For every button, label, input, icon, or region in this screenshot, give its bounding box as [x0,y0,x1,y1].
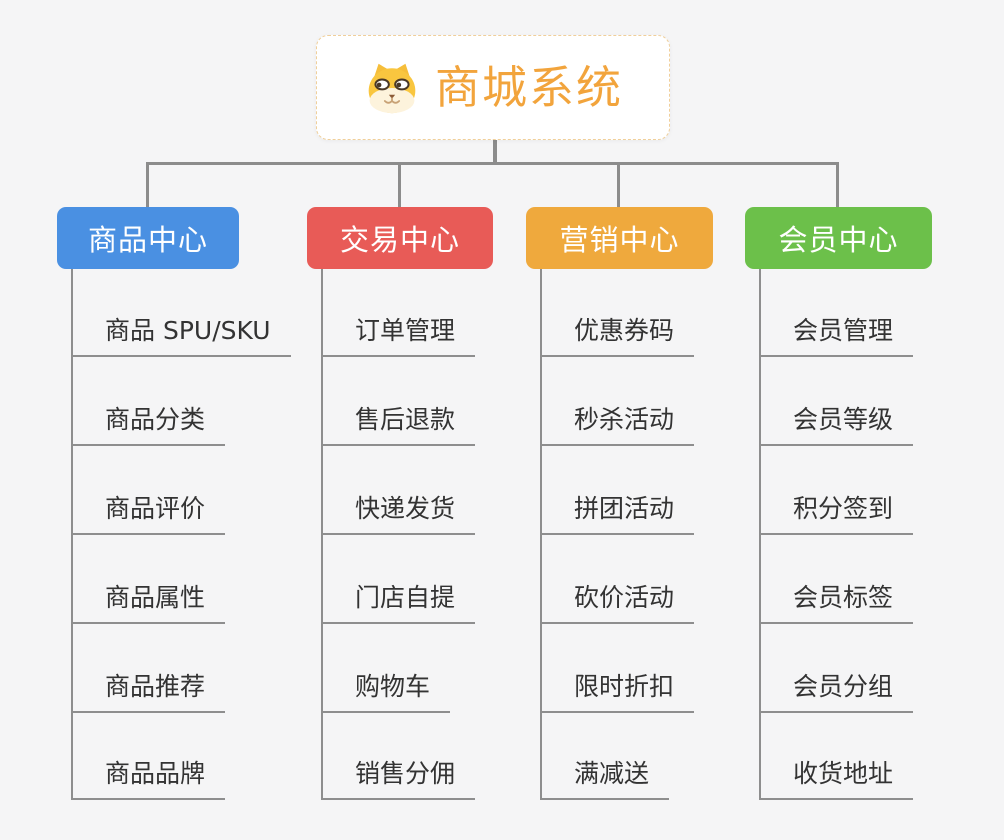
child-topic[interactable]: 满减送 [540,756,670,800]
child-topic[interactable]: 限时折扣 [540,669,695,713]
root-node[interactable]: 商城系统 [316,35,670,140]
child-topic[interactable]: 优惠券码 [540,313,695,357]
child-topic[interactable]: 积分签到 [759,491,914,535]
child-topic[interactable]: 会员分组 [759,669,914,713]
child-topic[interactable]: 订单管理 [321,313,476,357]
root-title: 商城系统 [434,61,623,114]
child-topic[interactable]: 售后退款 [321,402,476,446]
connector-horizontal-bar [146,162,839,165]
child-topic[interactable]: 购物车 [321,669,451,713]
connector-stub-trade [398,162,401,207]
child-topic[interactable]: 商品品牌 [71,756,226,800]
connector-stub-member [836,162,839,207]
child-topic[interactable]: 会员等级 [759,402,914,446]
child-topic[interactable]: 秒杀活动 [540,402,695,446]
child-topic[interactable]: 收货地址 [759,756,914,800]
branch-node-marketing-center[interactable]: 营销中心 [526,207,713,269]
child-topic[interactable]: 门店自提 [321,580,476,624]
child-topic[interactable]: 拼团活动 [540,491,695,535]
branch-node-member-center[interactable]: 会员中心 [745,207,932,269]
child-topic[interactable]: 快递发货 [321,491,476,535]
child-topic[interactable]: 砍价活动 [540,580,695,624]
connector-root-drop [493,139,497,165]
child-topic[interactable]: 商品评价 [71,491,226,535]
child-topic[interactable]: 商品分类 [71,402,226,446]
child-topic[interactable]: 会员管理 [759,313,914,357]
dog-face-icon [363,62,421,114]
child-topic[interactable]: 销售分佣 [321,756,476,800]
branch-node-trade-center[interactable]: 交易中心 [307,207,493,269]
child-topic[interactable]: 商品推荐 [71,669,226,713]
connector-stub-marketing [617,162,620,207]
child-topic[interactable]: 商品属性 [71,580,226,624]
child-topic[interactable]: 商品 SPU/SKU [71,313,291,357]
child-topic[interactable]: 会员标签 [759,580,914,624]
branch-node-product-center[interactable]: 商品中心 [57,207,239,269]
connector-stub-product [146,162,149,207]
